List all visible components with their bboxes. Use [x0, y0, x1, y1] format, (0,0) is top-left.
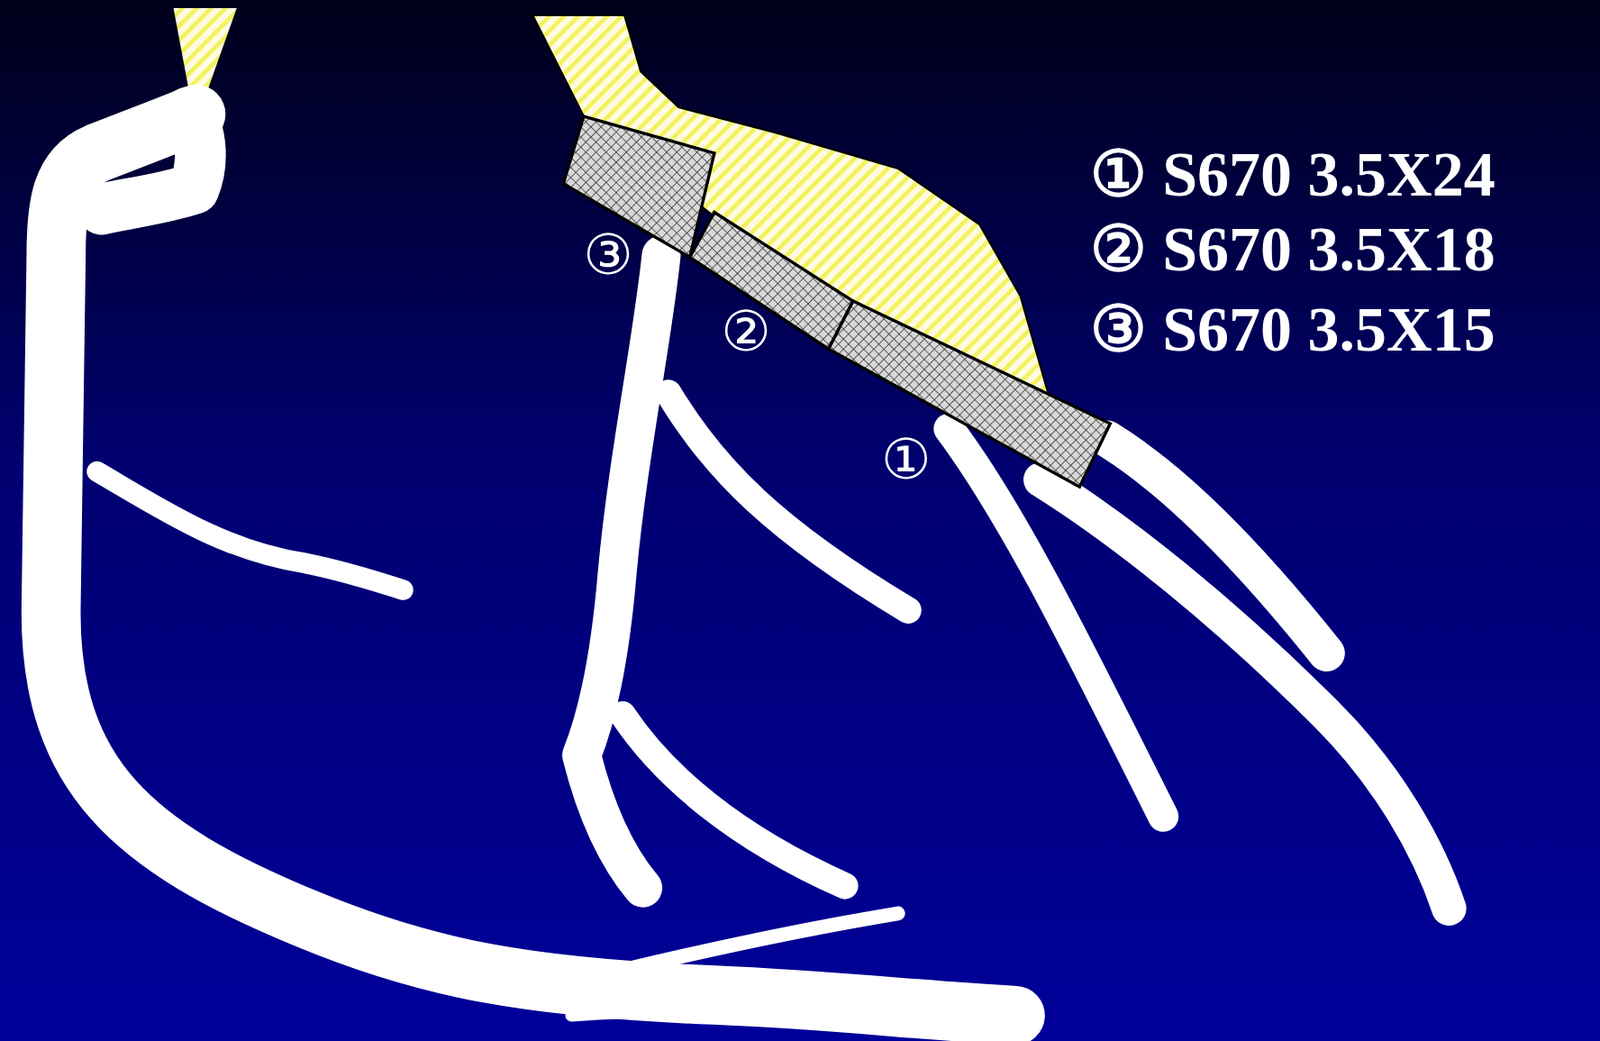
callout-number: ① — [881, 431, 932, 488]
stent-legend-line: ① S670 3.5X24 — [1090, 143, 1496, 207]
stent-1 — [828, 300, 1111, 487]
callout-number: ② — [720, 303, 772, 360]
stent-2 — [690, 212, 854, 350]
stent-legend-line: ② S670 3.5X18 — [1090, 218, 1496, 282]
right-coronary-artery — [51, 112, 1027, 1016]
left-main-plaque — [532, 15, 1051, 403]
stent-legend-line: ③ S670 3.5X15 — [1090, 298, 1496, 362]
callout-number: ③ — [582, 227, 634, 283]
